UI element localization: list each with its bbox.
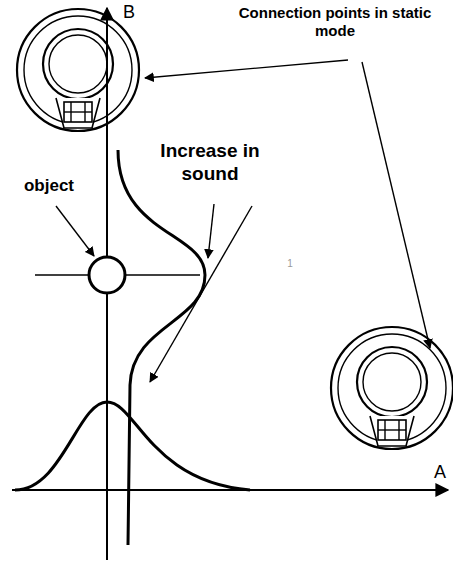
leader-arrow [208, 204, 214, 258]
axis-label: A [430, 462, 450, 484]
detector-coil [17, 9, 139, 131]
callout-text: Connection points in static mode [230, 4, 440, 40]
signal-curve [118, 150, 205, 545]
object-circle [89, 257, 125, 293]
leader-arrow [150, 206, 252, 382]
leader-arrow [56, 206, 94, 256]
leader-arrow [145, 60, 348, 78]
detector-coil [331, 327, 453, 449]
callout-text: object [14, 176, 84, 196]
mark-text: 1 [284, 258, 296, 270]
signal-curve [15, 402, 250, 490]
axis-label: B [117, 2, 141, 24]
callout-text: Increase in sound [140, 140, 280, 186]
axis-a [12, 489, 448, 491]
leader-arrow [362, 62, 430, 348]
